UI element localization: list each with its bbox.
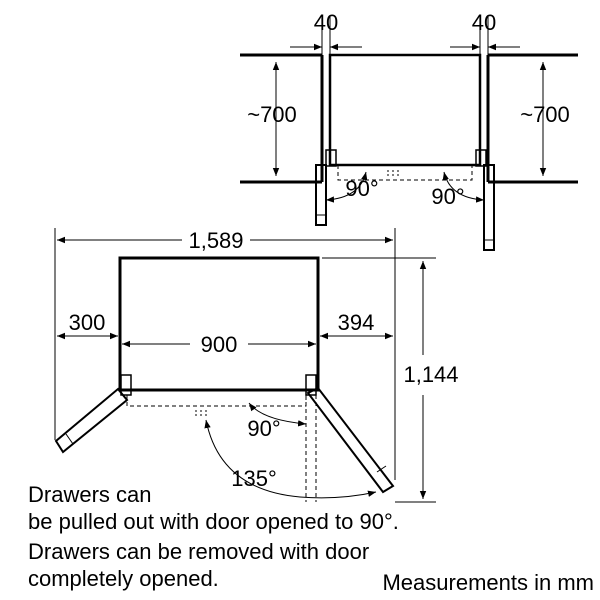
gap-right-label: 40 bbox=[472, 10, 496, 35]
units-note: Measurements in mm bbox=[382, 570, 594, 595]
appliance-width-label: 900 bbox=[201, 332, 238, 357]
drawer-outline-plan bbox=[126, 395, 307, 407]
depth-left-label: ~700 bbox=[247, 102, 297, 127]
hinge-right bbox=[475, 149, 487, 167]
appliance-plan-view bbox=[118, 256, 320, 392]
top-view bbox=[240, 15, 578, 251]
note-line-4: completely opened. bbox=[28, 566, 219, 591]
arc-90-right bbox=[442, 171, 485, 203]
appliance-top-view bbox=[328, 53, 482, 167]
left-clearance-label: 300 bbox=[69, 310, 106, 335]
note-line-1: Drawers can bbox=[28, 482, 151, 507]
hinge-plan-left bbox=[120, 374, 132, 396]
angle-90-plan-label: 90° bbox=[247, 416, 280, 441]
depth-right-label: ~700 bbox=[520, 102, 570, 127]
total-width-label: 1,589 bbox=[188, 228, 243, 253]
arc-135-plan bbox=[204, 419, 377, 499]
note-line-3: Drawers can be removed with door bbox=[28, 539, 369, 564]
bottom-view bbox=[54, 228, 436, 503]
angle-top-left-label: 90° bbox=[345, 176, 378, 201]
angle-top-right-label: 90° bbox=[431, 184, 464, 209]
gap-left-label: 40 bbox=[314, 10, 338, 35]
angle-135-plan-label: 135° bbox=[231, 466, 277, 491]
hinge-plan-right bbox=[305, 374, 317, 396]
door-right-open bbox=[483, 164, 495, 251]
door-left-open-135 bbox=[54, 387, 129, 454]
total-depth-label: 1,144 bbox=[403, 362, 458, 387]
hinge-left bbox=[325, 149, 337, 167]
arc-90-left bbox=[325, 171, 368, 203]
note-line-2: be pulled out with door opened to 90°. bbox=[28, 509, 399, 534]
door-right-open-135 bbox=[306, 386, 395, 494]
right-clearance-label: 394 bbox=[338, 310, 375, 335]
